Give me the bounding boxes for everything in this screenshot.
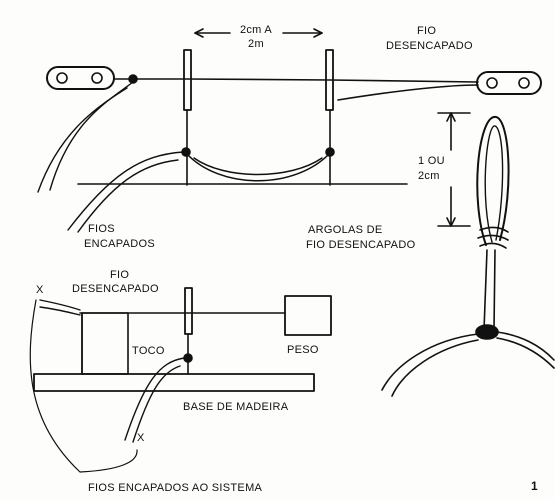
rings-label-line1: ARGOLAS DE (308, 224, 383, 236)
stump-label: TOCO (132, 345, 165, 357)
spacing-label-top: 2cm A (239, 24, 273, 36)
marker-x-bottom: X (137, 432, 145, 444)
bare-wire-top (113, 78, 479, 83)
insulated-wire-entry (39, 299, 81, 311)
rod-bottom (184, 287, 193, 335)
bare-wire-bottom-label-line2: DESENCAPADO (72, 283, 159, 295)
right-insulator (476, 71, 542, 95)
stump (81, 312, 129, 375)
wires-bracket (29, 299, 138, 473)
insulated-wire-left (49, 81, 134, 191)
bare-wire-top-label-line2: DESENCAPADO (386, 40, 473, 52)
insulated-wires-label-line1: FIOS (88, 223, 115, 235)
contact-wire (185, 152, 331, 182)
insulated-wires-label-line2: ENCAPADOS (84, 238, 155, 250)
rings-label-line2: FIO DESENCAPADO (306, 239, 416, 251)
left-insulator (46, 66, 115, 90)
bare-wire-bottom-label-line1: FIO (110, 269, 130, 281)
weight-box (284, 295, 332, 336)
weight-label: PESO (287, 344, 319, 356)
dimension-arrow-top (194, 28, 323, 38)
wood-base (33, 373, 315, 392)
loop-size-label-line1: 1 OU (418, 155, 445, 167)
insulated-wire-down (124, 357, 185, 441)
wood-base-label: BASE DE MADEIRA (183, 401, 289, 413)
junction-dot-left (128, 74, 138, 84)
dimension-arrow-vertical (437, 112, 471, 227)
spacing-label-bottom: 2m (248, 38, 264, 50)
bare-wire-top-label-line1: FIO (417, 25, 437, 37)
bare-wire-sag (337, 84, 479, 101)
figure-number: 1 (531, 479, 538, 493)
loop-size-label-line2: 2cm (418, 170, 440, 182)
wire-loop (381, 116, 555, 397)
marker-x-left: X (36, 284, 44, 296)
rod-left (183, 49, 192, 111)
wires-to-system-label: FIOS ENCAPADOS AO SISTEMA (88, 482, 263, 494)
insulated-wire-lower (67, 151, 184, 231)
